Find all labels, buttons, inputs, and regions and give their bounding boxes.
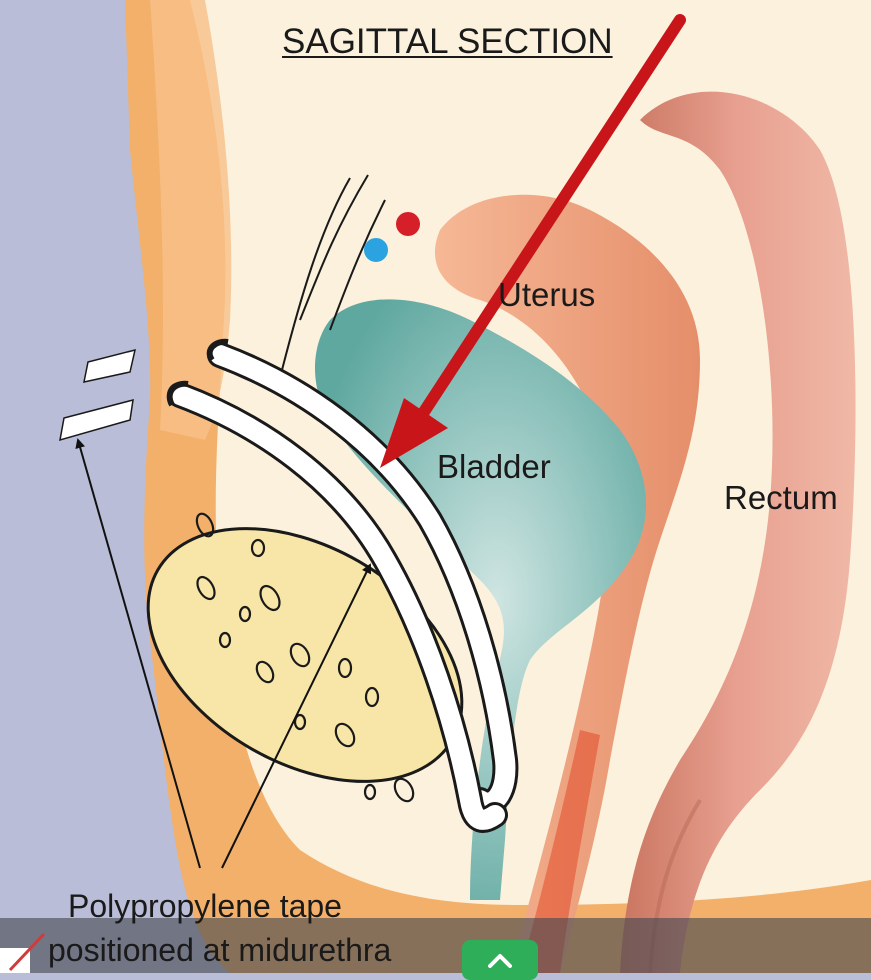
chevron-up-icon (486, 948, 514, 970)
expand-button[interactable] (462, 940, 538, 980)
label-rectum: Rectum (724, 479, 838, 517)
caption-line-2: positioned at midurethra (48, 932, 391, 969)
slash-icon[interactable] (0, 930, 50, 978)
label-uterus: Uterus (498, 276, 595, 314)
diagram-title: SAGITTAL SECTION (282, 22, 613, 62)
vessel-red (396, 212, 420, 236)
caption-line-1: Polypropylene tape (68, 888, 342, 925)
vessel-blue (364, 238, 388, 262)
label-bladder: Bladder (437, 448, 551, 486)
